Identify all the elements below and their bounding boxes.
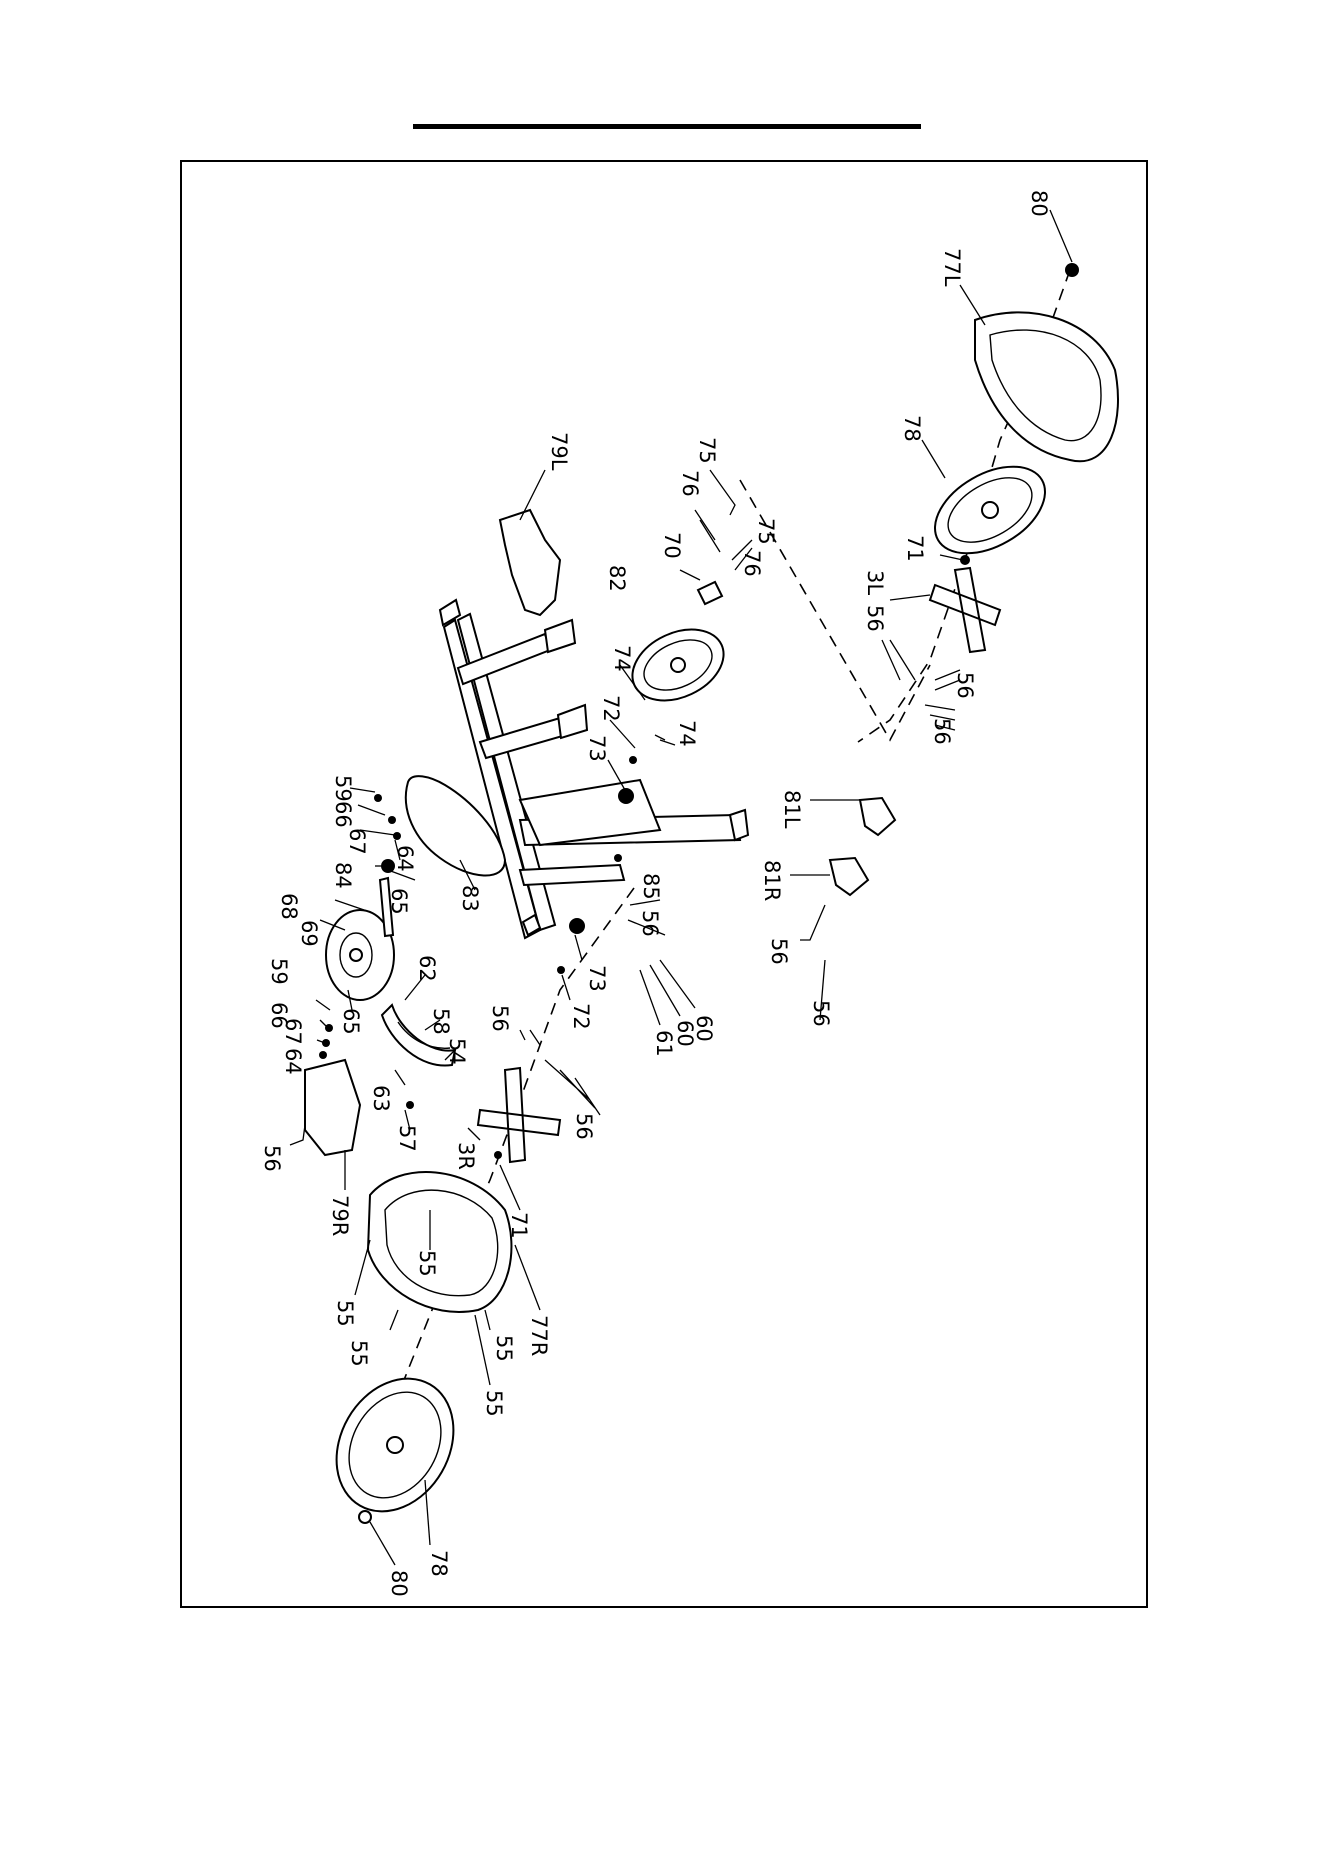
label-54: 54 <box>445 1038 469 1065</box>
label-76-b: 76 <box>740 550 764 577</box>
label-71-top: 71 <box>903 535 927 562</box>
label-78-bot: 78 <box>427 1550 451 1577</box>
cover-81R <box>830 858 868 895</box>
part-labels: 80 77L 78 71 3L 56 56 56 79L 75 76 75 76… <box>260 190 1051 1597</box>
crank-3R <box>478 1068 560 1162</box>
label-56-81r: 56 <box>767 938 791 965</box>
label-68: 68 <box>277 893 301 920</box>
label-55-e: 55 <box>482 1390 506 1417</box>
label-56-81r-b: 56 <box>809 1000 833 1027</box>
label-64-a: 64 <box>393 845 417 872</box>
label-79R: 79R <box>328 1195 352 1236</box>
cap-80-bottom <box>359 1511 371 1523</box>
shroud-77L <box>975 312 1118 461</box>
label-73-mid: 73 <box>585 965 609 992</box>
cover-79R <box>305 1060 360 1155</box>
label-73-top: 73 <box>585 735 609 762</box>
label-56-a: 56 <box>953 672 977 699</box>
label-55-d: 55 <box>492 1335 516 1362</box>
label-56-mid: 56 <box>488 1005 512 1032</box>
label-65-b: 65 <box>339 1008 363 1035</box>
label-81R: 81R <box>760 860 784 901</box>
label-80-top: 80 <box>1027 190 1051 217</box>
label-3L: 3L <box>863 570 887 595</box>
label-64-b: 64 <box>281 1048 305 1075</box>
label-55-b: 55 <box>333 1300 357 1327</box>
label-81L: 81L <box>780 790 804 829</box>
label-59-b: 59 <box>267 958 291 985</box>
label-62: 62 <box>415 955 439 982</box>
label-77L: 77L <box>940 248 964 287</box>
label-69: 69 <box>297 920 321 947</box>
shroud-77R <box>368 1172 511 1312</box>
label-57: 57 <box>395 1125 419 1152</box>
pulley-82 <box>621 616 735 715</box>
label-67-a: 67 <box>345 828 369 855</box>
axle-70 <box>698 582 722 604</box>
cover-81L <box>860 798 895 835</box>
label-83: 83 <box>458 885 482 912</box>
label-72-mid: 72 <box>569 1003 593 1030</box>
label-74-a: 74 <box>610 645 634 672</box>
label-77R: 77R <box>527 1315 551 1356</box>
label-75-b: 75 <box>754 518 778 545</box>
label-84: 84 <box>331 862 355 889</box>
label-56-b: 56 <box>930 718 954 745</box>
label-56-3l: 56 <box>863 605 887 632</box>
disk-78-top <box>920 449 1060 571</box>
label-55-a: 55 <box>415 1250 439 1277</box>
label-56-3r: 56 <box>572 1113 596 1140</box>
label-72-top: 72 <box>599 695 623 722</box>
label-74-b: 74 <box>675 720 699 747</box>
label-55-c: 55 <box>347 1340 371 1367</box>
disk-78-bottom <box>313 1357 477 1532</box>
label-56-85: 56 <box>638 910 662 937</box>
label-80-bot: 80 <box>387 1570 411 1597</box>
cap-80-top <box>1065 263 1079 277</box>
label-63: 63 <box>369 1085 393 1112</box>
label-67-b: 67 <box>281 1018 305 1045</box>
label-79L: 79L <box>547 432 571 471</box>
label-65-a: 65 <box>387 888 411 915</box>
label-75-a: 75 <box>695 437 719 464</box>
crank-3L <box>930 568 1000 652</box>
label-58: 58 <box>429 1008 453 1035</box>
label-59-a: 59 <box>331 775 355 802</box>
label-61: 61 <box>652 1030 676 1057</box>
label-85: 85 <box>639 873 663 900</box>
label-56-79r: 56 <box>260 1145 284 1172</box>
label-71-bot: 71 <box>507 1212 531 1239</box>
label-66-a: 66 <box>331 801 355 828</box>
label-70: 70 <box>660 532 684 559</box>
label-3R: 3R <box>454 1142 478 1170</box>
label-82: 82 <box>605 565 629 592</box>
label-78-top: 78 <box>900 415 924 442</box>
label-76-a: 76 <box>678 470 702 497</box>
cover-79L <box>500 510 560 615</box>
